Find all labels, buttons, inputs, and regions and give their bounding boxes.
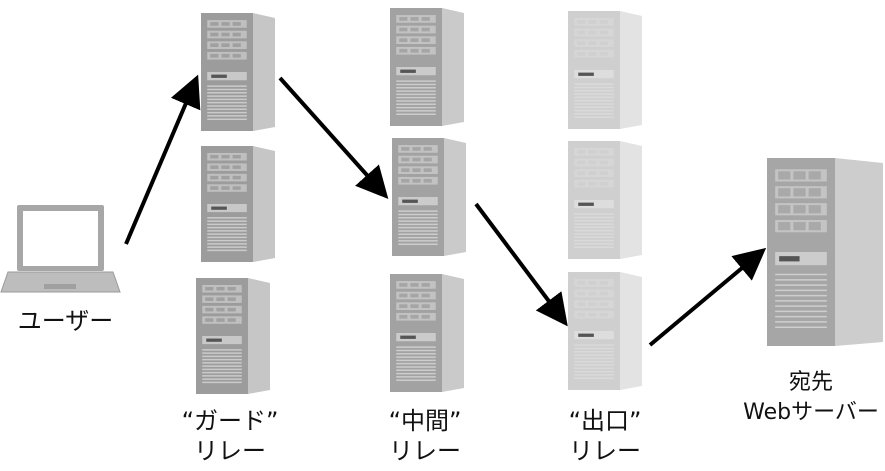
- middle-relay-label-line2: リレー: [389, 437, 461, 465]
- destination-web-server: [767, 158, 883, 346]
- exit-relay-server-2: [568, 141, 642, 259]
- middle-relay-label: “中間” リレー: [365, 406, 485, 466]
- exit-relay-label-line1: “出口”: [568, 407, 642, 435]
- guard-relay-server-2: [201, 146, 275, 262]
- destination-label-line1: 宛先: [788, 370, 833, 395]
- arrow-guard-to-middle: [278, 76, 389, 199]
- arrow-exit-to-destination: [648, 247, 767, 347]
- exit-relay-server-1: [568, 11, 642, 129]
- exit-relay-label: “出口” リレー: [545, 406, 665, 466]
- destination-label: 宛先 Webサーバー: [738, 368, 884, 428]
- route-arrows: [124, 74, 767, 347]
- guard-relay-server-1: [201, 13, 275, 131]
- guard-relay-server-3: [196, 278, 270, 394]
- guard-relay-label: “ガード” リレー: [165, 406, 295, 466]
- destination-label-line2: Webサーバー: [743, 400, 879, 425]
- exit-relay-label-line2: リレー: [569, 437, 641, 465]
- middle-relay-server-1: [390, 8, 464, 126]
- exit-relay-server-3: [568, 272, 642, 390]
- laptop-icon: [0, 205, 121, 293]
- arrow-user-to-guard: [124, 74, 201, 245]
- arrow-middle-to-exit: [474, 202, 568, 327]
- middle-relay-server-2: [392, 138, 466, 256]
- guard-relay-label-line2: リレー: [194, 437, 266, 465]
- middle-relay-label-line1: “中間”: [388, 407, 462, 435]
- guard-relay-label-line1: “ガード”: [181, 407, 279, 435]
- user-label: ユーザー: [17, 307, 114, 335]
- middle-relay-server-3: [390, 274, 464, 392]
